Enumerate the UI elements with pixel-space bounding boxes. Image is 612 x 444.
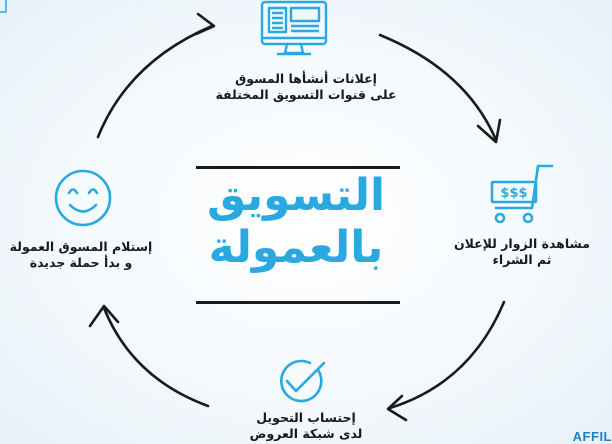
brand-logo-text: AFFIL (572, 429, 612, 444)
corner-bracket-icon (0, 0, 7, 13)
step-label-purchase-line2: ثم الشراء (492, 252, 552, 267)
center-title-line2: بالعمولة (208, 222, 384, 273)
step-label-conversion-line2: لدى شبكة العروض (249, 426, 363, 441)
arrow-right-to-bottom (386, 300, 506, 422)
step-label-conversion-line1: إحتساب التحويل (256, 410, 356, 425)
smiley-face-icon (54, 169, 112, 227)
shopping-cart-icon: $$$ (490, 164, 554, 224)
arrow-top-to-right (378, 33, 502, 144)
step-label-ads-line1: إعلانات أنشأها المسوق (235, 71, 377, 86)
arrow-bottom-to-left (88, 304, 210, 408)
monitor-icon (260, 0, 328, 56)
arrow-left-to-top (96, 12, 216, 139)
step-label-purchase: مشاهدة الزوار للإعلان ثم الشراء (432, 236, 612, 268)
center-title: التسويق بالعمولة (190, 170, 402, 274)
step-label-conversion: إحتساب التحويل لدى شبكة العروض (196, 410, 416, 442)
step-label-commission-line2: و بدأ حملة جديدة (29, 255, 133, 270)
step-label-commission: إستلام المسوق العمولة و بدأ حملة جديدة (0, 239, 176, 271)
step-label-ads-line2: على قنوات التسويق المختلفة (215, 87, 397, 102)
center-title-line1: التسويق (206, 170, 386, 221)
step-label-ads: إعلانات أنشأها المسوق على قنوات التسويق … (196, 71, 416, 103)
cart-price-text: $$$ (500, 186, 527, 201)
center-rule-bottom (196, 301, 400, 304)
step-label-commission-line1: إستلام المسوق العمولة (9, 239, 153, 254)
center-rule-top (196, 166, 400, 169)
cycle-arrows (88, 12, 506, 422)
step-label-purchase-line1: مشاهدة الزوار للإعلان (453, 236, 590, 251)
checkmark-circle-icon (280, 359, 326, 403)
